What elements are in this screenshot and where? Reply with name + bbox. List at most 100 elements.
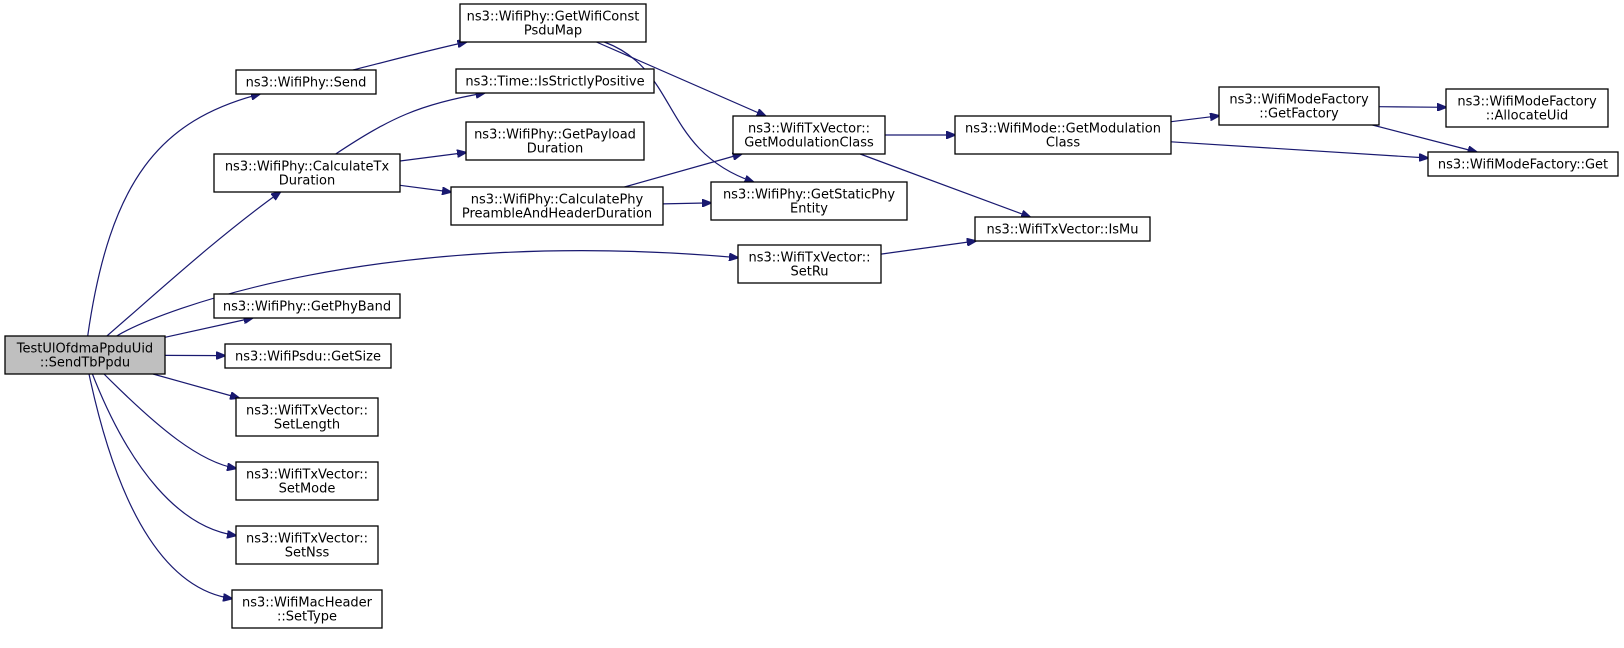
edge-getFactory-to-allocateUid [1378,107,1446,108]
nodes-layer: TestUlOfdmaPpduUid::SendTbPpdu ns3::WifiP… [4,3,1619,629]
edge-send-to-getConstPsdu [352,42,466,71]
node-root[interactable]: TestUlOfdmaPpduUid::SendTbPpdu [4,335,166,375]
node-box [4,335,166,375]
edge-getModClassTx-to-isMu [859,153,1030,217]
node-calcPreamble[interactable]: ns3::WifiPhy::CalculatePhyPreambleAndHea… [450,186,664,226]
node-label-line: ns3::WifiPhy::CalculateTx [225,160,390,175]
edge-calcPreamble-to-getModClassTx [624,154,741,188]
node-label-line: SetRu [790,265,828,280]
edge-calcTx-to-isStrictly [335,93,485,155]
node-box [235,461,379,501]
node-getFactory[interactable]: ns3::WifiModeFactory::GetFactory [1218,86,1380,126]
node-setRu[interactable]: ns3::WifiTxVector::SetRu [737,244,882,284]
node-box [213,153,401,193]
node-label-line: ns3::WifiMacHeader [242,596,373,611]
edge-root-to-setNss [91,373,236,536]
node-label-line: ::GetFactory [1259,107,1339,122]
node-label-line: SetNss [285,546,330,561]
node-box [213,293,401,319]
node-label-line: PsduMap [524,24,582,39]
node-box [235,69,377,95]
node-box [231,589,383,629]
node-label-line: ns3::WifiTxVector:: [246,468,368,483]
edge-getModClassMode-to-factoryGet [1170,141,1428,158]
node-label-line: ns3::WifiTxVector:: [748,122,870,137]
node-label-line: ns3::WifiModeFactory::Get [1438,158,1608,173]
node-label-line: Duration [279,174,335,189]
node-label-line: Entity [790,202,828,217]
node-label-line: ns3::WifiPsdu::GetSize [235,350,381,365]
node-label-line: ::AllocateUid [1486,109,1568,124]
edge-root-to-calcTx [106,192,280,337]
node-label-line: ns3::WifiPhy::GetPayload [474,128,636,143]
node-label-line: SetMode [279,482,336,497]
node-label-line: GetModulationClass [744,136,874,151]
node-label-line: ns3::Time::IsStrictlyPositive [465,75,644,90]
node-getPhyBand[interactable]: ns3::WifiPhy::GetPhyBand [213,293,401,319]
node-setLength[interactable]: ns3::WifiTxVector::SetLength [235,397,379,437]
node-label-line: ns3::WifiModeFactory [1229,93,1369,108]
node-label-line: Duration [527,142,583,157]
node-allocateUid[interactable]: ns3::WifiModeFactory::AllocateUid [1445,88,1609,128]
node-factoryGet[interactable]: ns3::WifiModeFactory::Get [1427,151,1619,177]
node-box [1218,86,1380,126]
edge-root-to-setMode [103,373,236,468]
node-label-line: ns3::WifiPhy::GetWifiConst [467,10,640,25]
node-box [732,115,886,155]
node-label-line: ns3::WifiTxVector::IsMu [986,223,1138,238]
node-send[interactable]: ns3::WifiPhy::Send [235,69,377,95]
edge-getFactory-to-factoryGet [1372,124,1476,152]
node-box [224,343,392,369]
edge-getConstPsdu-to-getStaticPhy [604,41,753,182]
node-label-line: ns3::WifiPhy::CalculatePhy [471,193,644,208]
node-label-line: ns3::WifiMode::GetModulation [965,122,1161,137]
node-label-line: ns3::WifiPhy::GetStaticPhy [723,188,895,203]
node-box [1427,151,1619,177]
edge-setRu-to-isMu [880,241,976,255]
node-box [455,68,655,94]
node-label-line: ::SendTbPpdu [40,356,130,371]
edge-calcTx-to-calcPreamble [399,184,451,192]
node-box [459,3,647,43]
node-label-line: ns3::WifiTxVector:: [246,532,368,547]
node-setNss[interactable]: ns3::WifiTxVector::SetNss [235,525,379,565]
node-box [710,181,908,221]
node-getModClassMode[interactable]: ns3::WifiMode::GetModulationClass [954,115,1172,155]
node-setMode[interactable]: ns3::WifiTxVector::SetMode [235,461,379,501]
edges-layer [87,41,1477,599]
node-label-line: PreambleAndHeaderDuration [462,207,652,222]
node-label-line: ::SetType [277,610,337,625]
node-label-line: ns3::WifiModeFactory [1457,95,1597,110]
node-label-line: ns3::WifiPhy::Send [246,76,367,91]
node-label-line: ns3::WifiTxVector:: [748,251,870,266]
node-label-line: Class [1046,136,1080,151]
edge-root-to-setLength [152,373,239,398]
node-label-line: TestUlOfdmaPpduUid [16,342,153,357]
node-box [1445,88,1609,128]
edge-root-to-getPhyBand [164,318,253,338]
node-getModClassTx[interactable]: ns3::WifiTxVector::GetModulationClass [732,115,886,155]
node-box [974,216,1151,242]
edge-getConstPsdu-to-getModClassTx [596,41,765,116]
node-isStrictly[interactable]: ns3::Time::IsStrictlyPositive [455,68,655,94]
edge-calcTx-to-getPayload [399,153,466,162]
edge-getModClassMode-to-getFactory [1170,116,1219,123]
node-box [954,115,1172,155]
edge-root-to-setType [88,373,232,599]
node-isMu[interactable]: ns3::WifiTxVector::IsMu [974,216,1151,242]
edge-calcPreamble-to-getStaticPhy [662,203,711,204]
node-box [465,121,645,161]
node-label-line: ns3::WifiTxVector:: [246,404,368,419]
node-label-line: ns3::WifiPhy::GetPhyBand [223,300,391,315]
node-setType[interactable]: ns3::WifiMacHeader::SetType [231,589,383,629]
edge-root-to-setRu [116,250,738,337]
node-getSize[interactable]: ns3::WifiPsdu::GetSize [224,343,392,369]
node-label-line: SetLength [274,418,340,433]
node-box [235,397,379,437]
node-box [737,244,882,284]
